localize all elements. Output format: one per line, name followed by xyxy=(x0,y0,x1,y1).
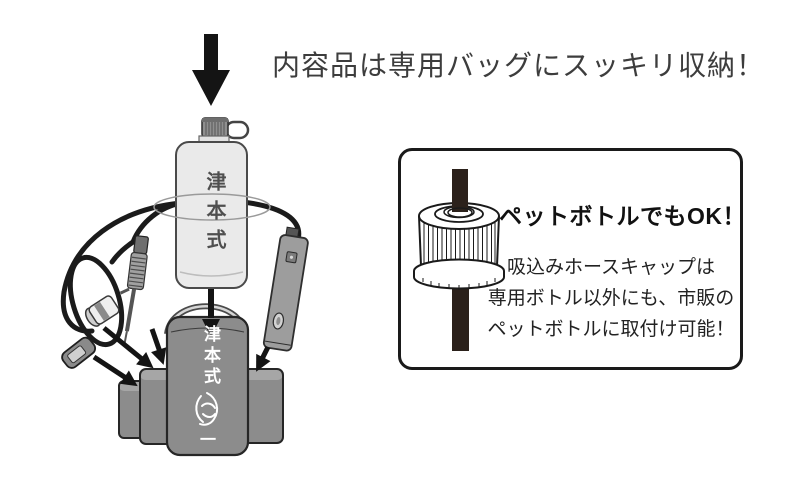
bottle-label: 津本式 xyxy=(203,171,227,258)
callout-line-2: 専用ボトル以外にも、市販の xyxy=(487,288,735,309)
bag-main-panel xyxy=(165,315,250,457)
hose-band xyxy=(153,193,271,221)
callout-line-1: 吸込みホースキャップは xyxy=(506,257,716,278)
callout-line-3: ペットボトルに取付け可能！ xyxy=(487,319,735,340)
down-arrow-icon xyxy=(192,34,230,106)
bag-label-dash: 一 xyxy=(200,430,217,449)
packing-arrows xyxy=(92,289,271,387)
pet-bottle-callout-box: ペットボトルでもOK！ 吸込みホースキャップは 専用ボトル以外にも、市販の ペッ… xyxy=(398,148,746,370)
tsumoto-crest-logo xyxy=(195,392,219,426)
grip-device-illustration xyxy=(262,226,309,352)
packing-diagram xyxy=(60,34,309,457)
suction-hose-lower xyxy=(452,277,469,351)
bottle-illustration xyxy=(153,117,271,289)
suction-hose-upper xyxy=(452,169,468,212)
nozzle-illustration xyxy=(119,235,149,347)
headline-text: 内容品は専用バッグにスッキリ収納！ xyxy=(272,50,766,81)
callout-title: ペットボトルでもOK！ xyxy=(499,203,746,229)
bottle-body xyxy=(175,141,248,289)
bag-label: 津本式 xyxy=(200,325,220,388)
hose-cap-item xyxy=(84,295,120,327)
bottle-cap-with-hose-icon xyxy=(413,169,505,351)
bag-illustration xyxy=(118,303,284,457)
callout-body: 吸込みホースキャップは 専用ボトル以外にも、市販の ペットボトルに取付け可能！ xyxy=(485,252,737,345)
pouch-item xyxy=(61,336,97,369)
